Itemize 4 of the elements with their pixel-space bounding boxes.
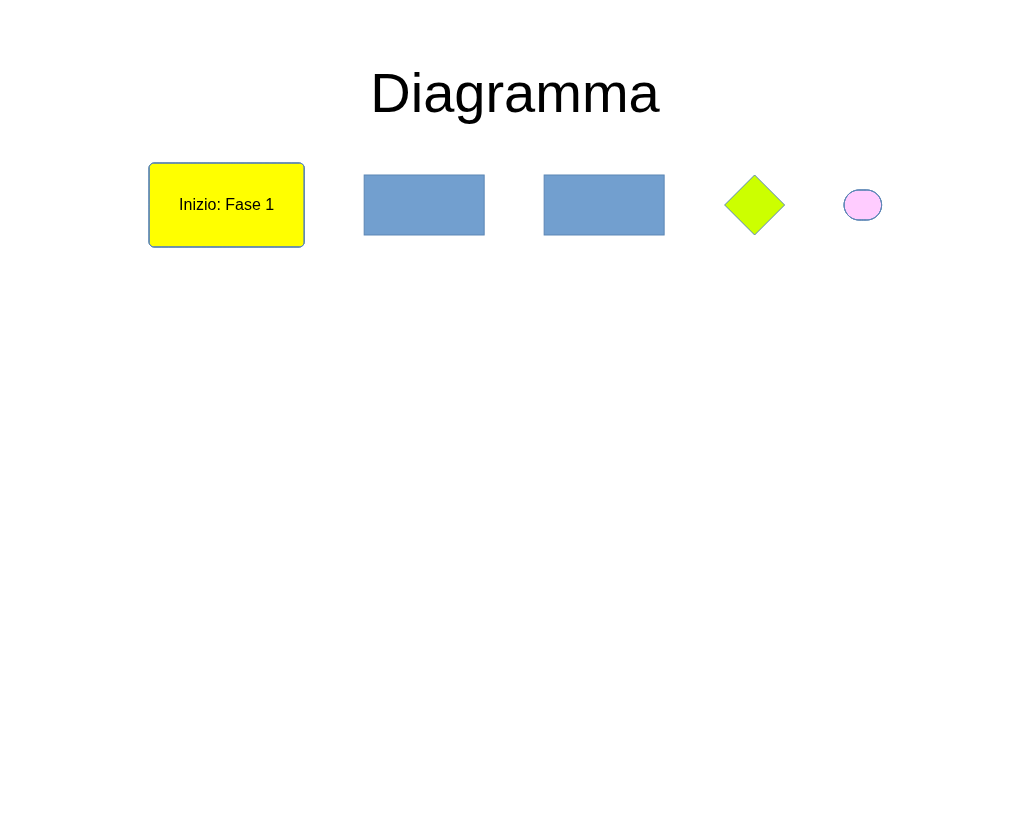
node-box bbox=[363, 174, 485, 236]
diagram-title: Diagramma bbox=[369, 60, 661, 125]
node-box bbox=[543, 174, 665, 236]
node-diamond bbox=[723, 174, 785, 236]
